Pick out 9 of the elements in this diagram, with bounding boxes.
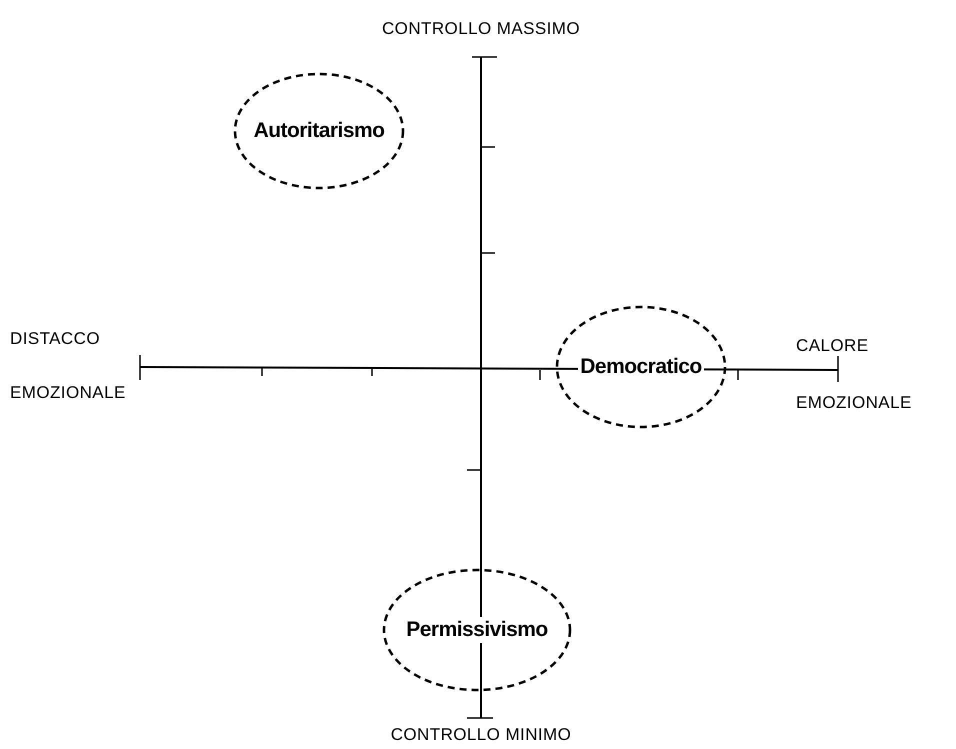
dashed-ellipse bbox=[555, 305, 727, 429]
axis-label: CALORE bbox=[796, 335, 868, 357]
axis-label: CONTROLLO MASSIMO bbox=[382, 18, 580, 40]
axis-label: DISTACCO bbox=[10, 328, 100, 350]
dashed-ellipse bbox=[233, 72, 405, 190]
axis-label: EMOZIONALE bbox=[796, 392, 912, 414]
dashed-ellipse bbox=[382, 568, 572, 692]
axis-label: CONTROLLO MINIMO bbox=[390, 724, 572, 746]
axis-label: EMOZIONALE bbox=[10, 382, 126, 404]
